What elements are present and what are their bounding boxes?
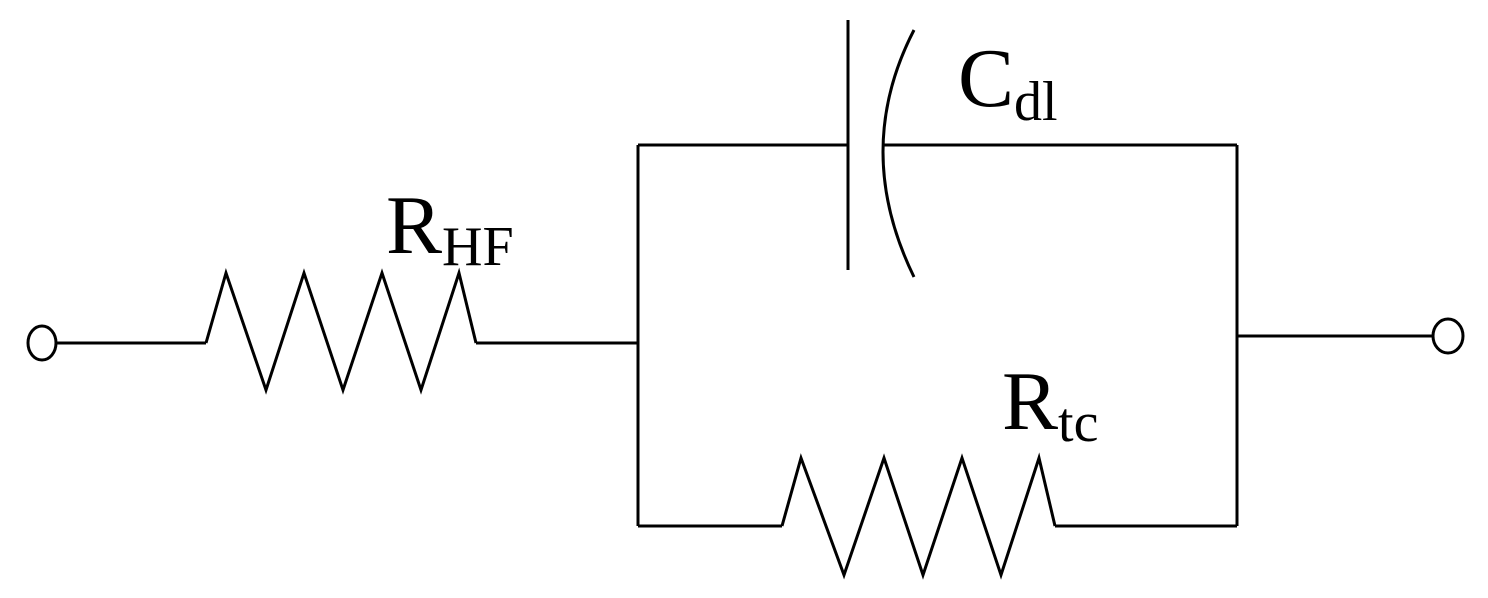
capacitor-cdl-curved-plate: [881, 29, 916, 278]
resistor-rhf-symbol: [204, 267, 478, 395]
rhf-label: RHF: [386, 179, 514, 278]
rtc-label: Rtc: [1002, 355, 1098, 454]
rtc-label-subscript: tc: [1058, 392, 1098, 454]
cdl-label-main: C: [958, 32, 1014, 125]
rhf-label-subscript: HF: [442, 216, 514, 278]
left-terminal: [26, 324, 58, 362]
rtc-label-main: R: [1002, 355, 1058, 448]
right-terminal: [1431, 317, 1465, 355]
cdl-label: Cdl: [958, 32, 1058, 133]
rhf-label-main: R: [386, 179, 442, 272]
cdl-label-subscript: dl: [1014, 71, 1058, 133]
resistor-rtc-symbol: [780, 452, 1057, 580]
